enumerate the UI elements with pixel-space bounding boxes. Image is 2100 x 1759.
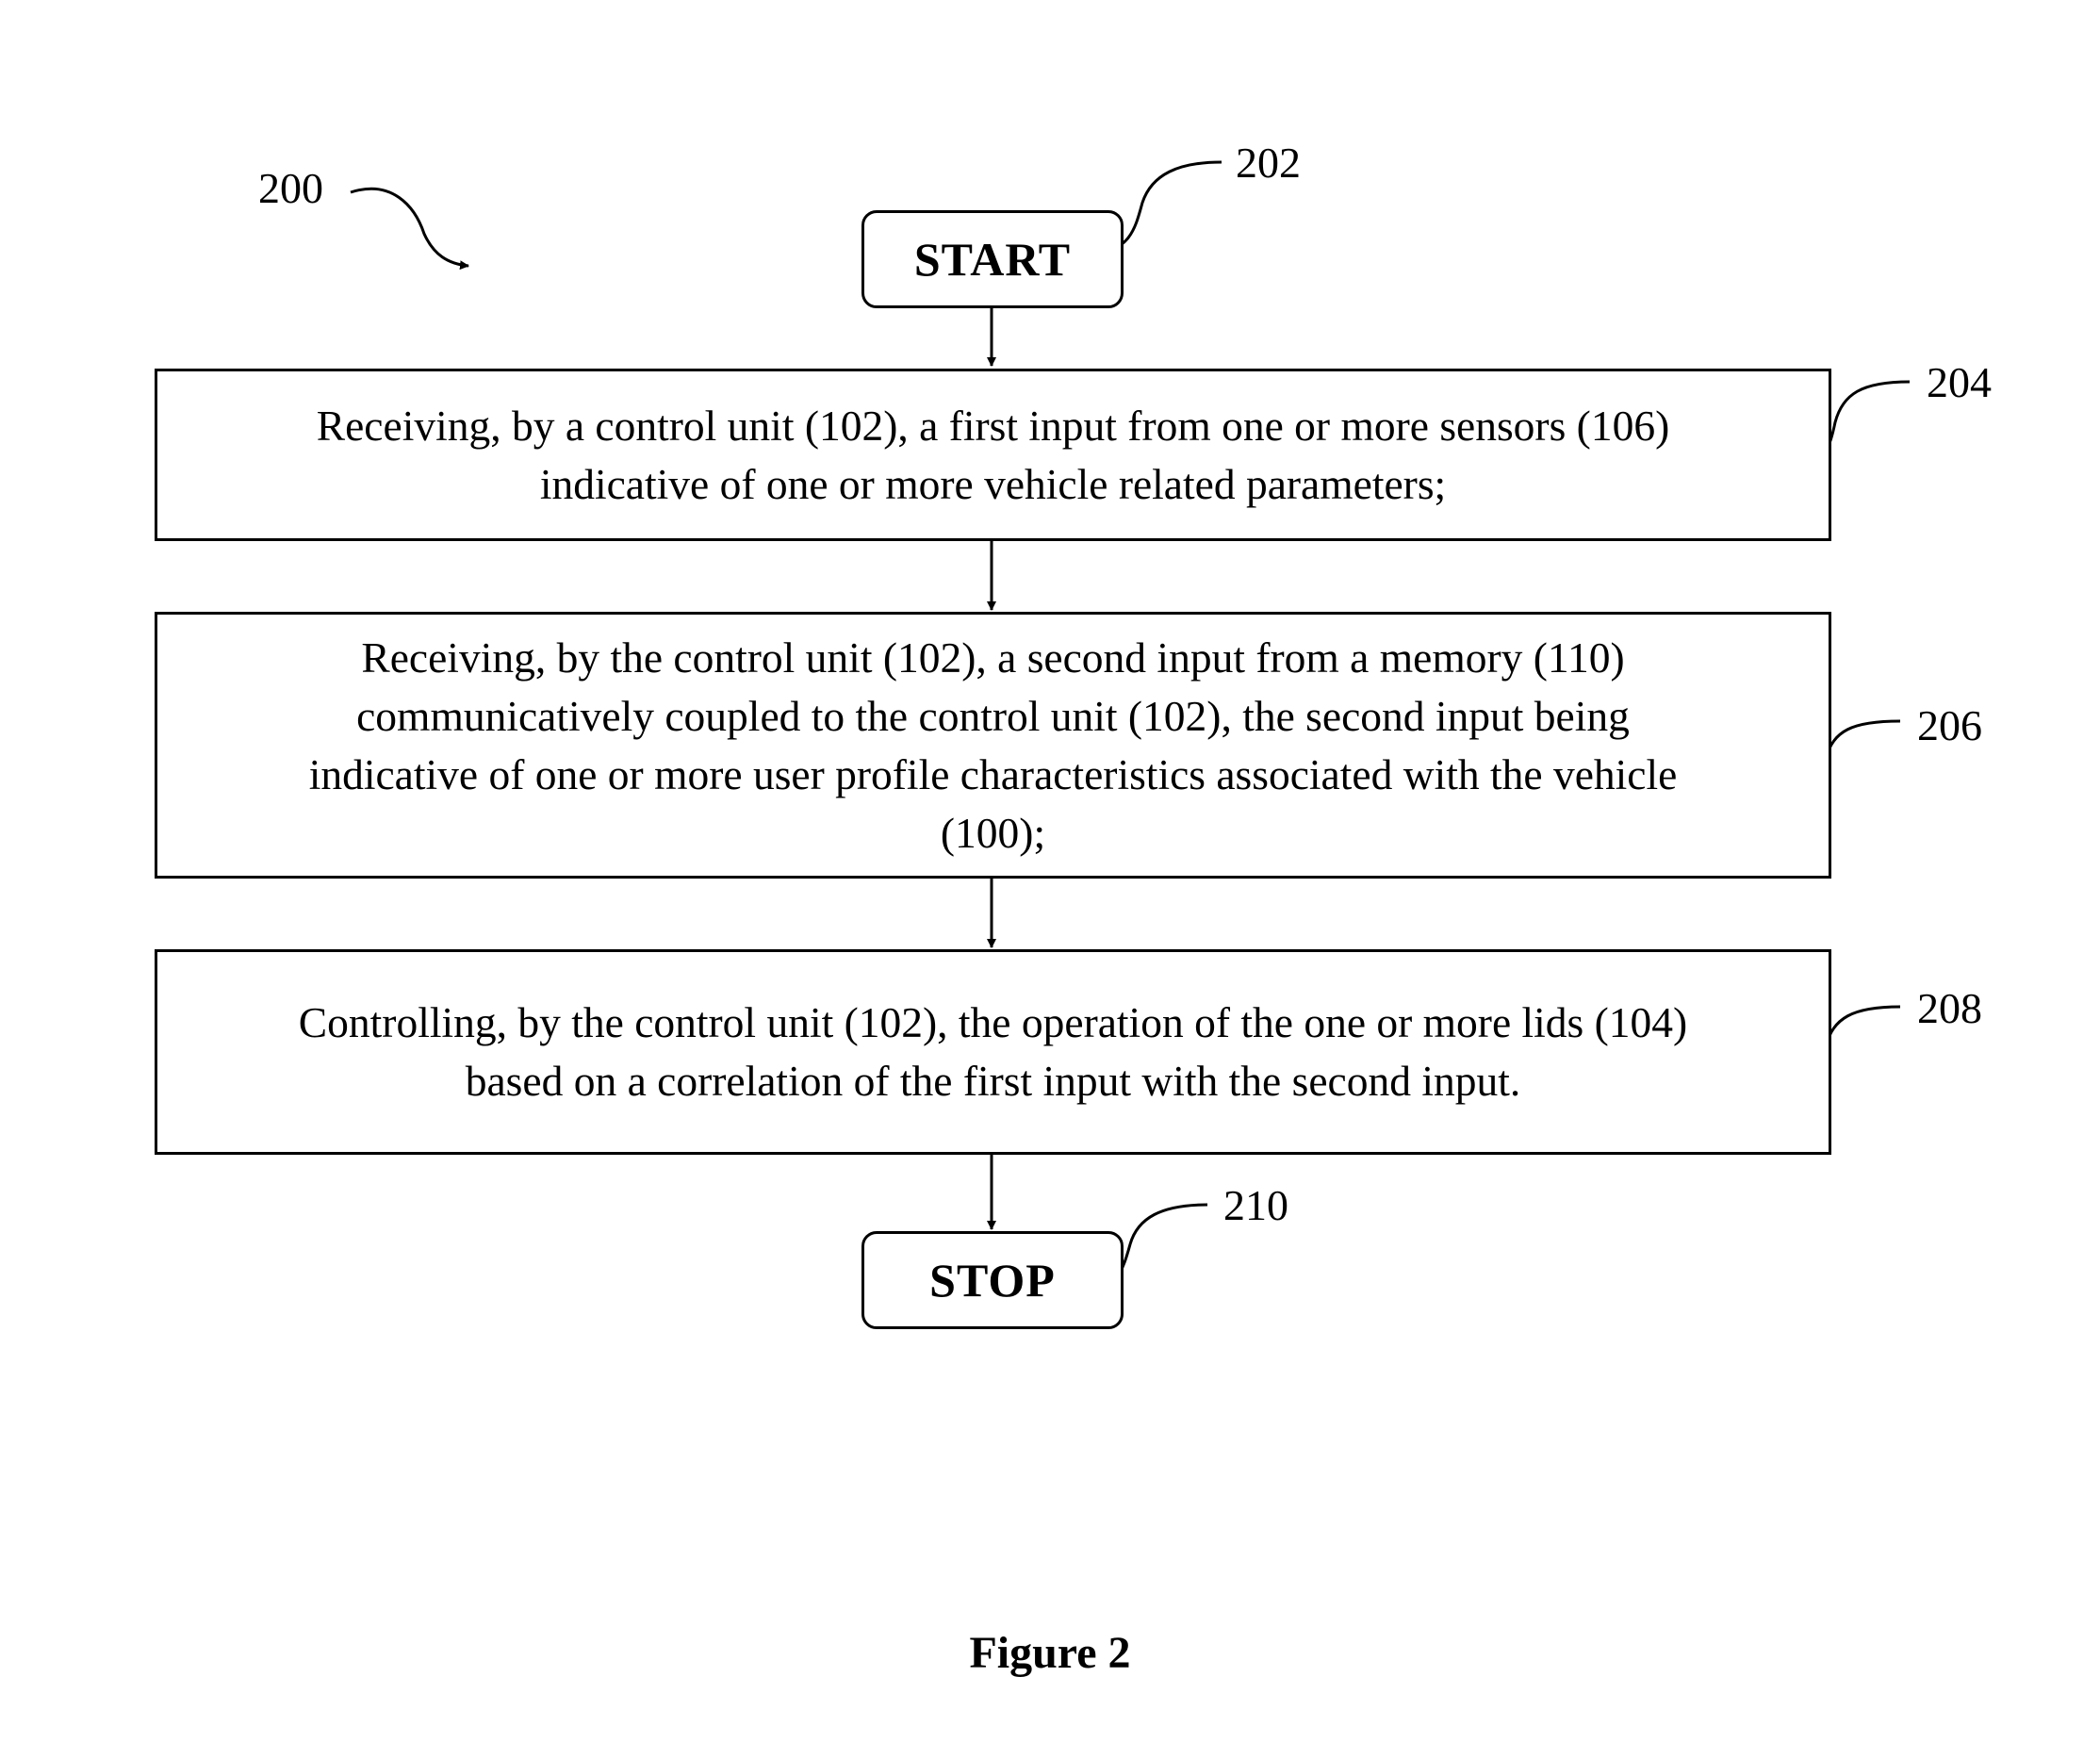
stop-terminal: STOP bbox=[861, 1231, 1124, 1329]
text-line: (100); bbox=[940, 808, 1046, 857]
leader-200 bbox=[350, 187, 469, 271]
figure-caption: Figure 2 bbox=[969, 1628, 1131, 1678]
text-line: Receiving, by the control unit (102), a … bbox=[361, 633, 1625, 682]
process-step-control-lids: Controlling, by the control unit (102), … bbox=[155, 949, 1831, 1155]
process-step-receive-sensor-input: Receiving, by a control unit (102), a fi… bbox=[155, 369, 1831, 541]
process-step-text: Receiving, by the control unit (102), a … bbox=[157, 629, 1829, 863]
process-step-receive-memory-input: Receiving, by the control unit (102), a … bbox=[155, 612, 1831, 879]
step2-ref-label: 206 bbox=[1917, 701, 1982, 749]
text-line: based on a correlation of the first inpu… bbox=[465, 1057, 1521, 1105]
text-line: Receiving, by a control unit (102), a fi… bbox=[316, 401, 1670, 450]
text-line: communicatively coupled to the control u… bbox=[356, 691, 1630, 740]
figure-ref-label: 200 bbox=[258, 164, 323, 212]
start-ref-label: 202 bbox=[1236, 139, 1301, 187]
step3-ref-label: 208 bbox=[1917, 984, 1982, 1032]
text-line: Controlling, by the control unit (102), … bbox=[298, 998, 1688, 1046]
process-step-text: Controlling, by the control unit (102), … bbox=[157, 994, 1829, 1110]
process-step-text: Receiving, by a control unit (102), a fi… bbox=[157, 397, 1829, 514]
step1-ref-label: 204 bbox=[1927, 358, 1992, 406]
stop-ref-label: 210 bbox=[1223, 1181, 1288, 1229]
text-line: indicative of one or more user profile c… bbox=[308, 749, 1678, 798]
start-terminal: START bbox=[861, 210, 1124, 308]
text-line: indicative of one or more vehicle relate… bbox=[539, 459, 1447, 508]
